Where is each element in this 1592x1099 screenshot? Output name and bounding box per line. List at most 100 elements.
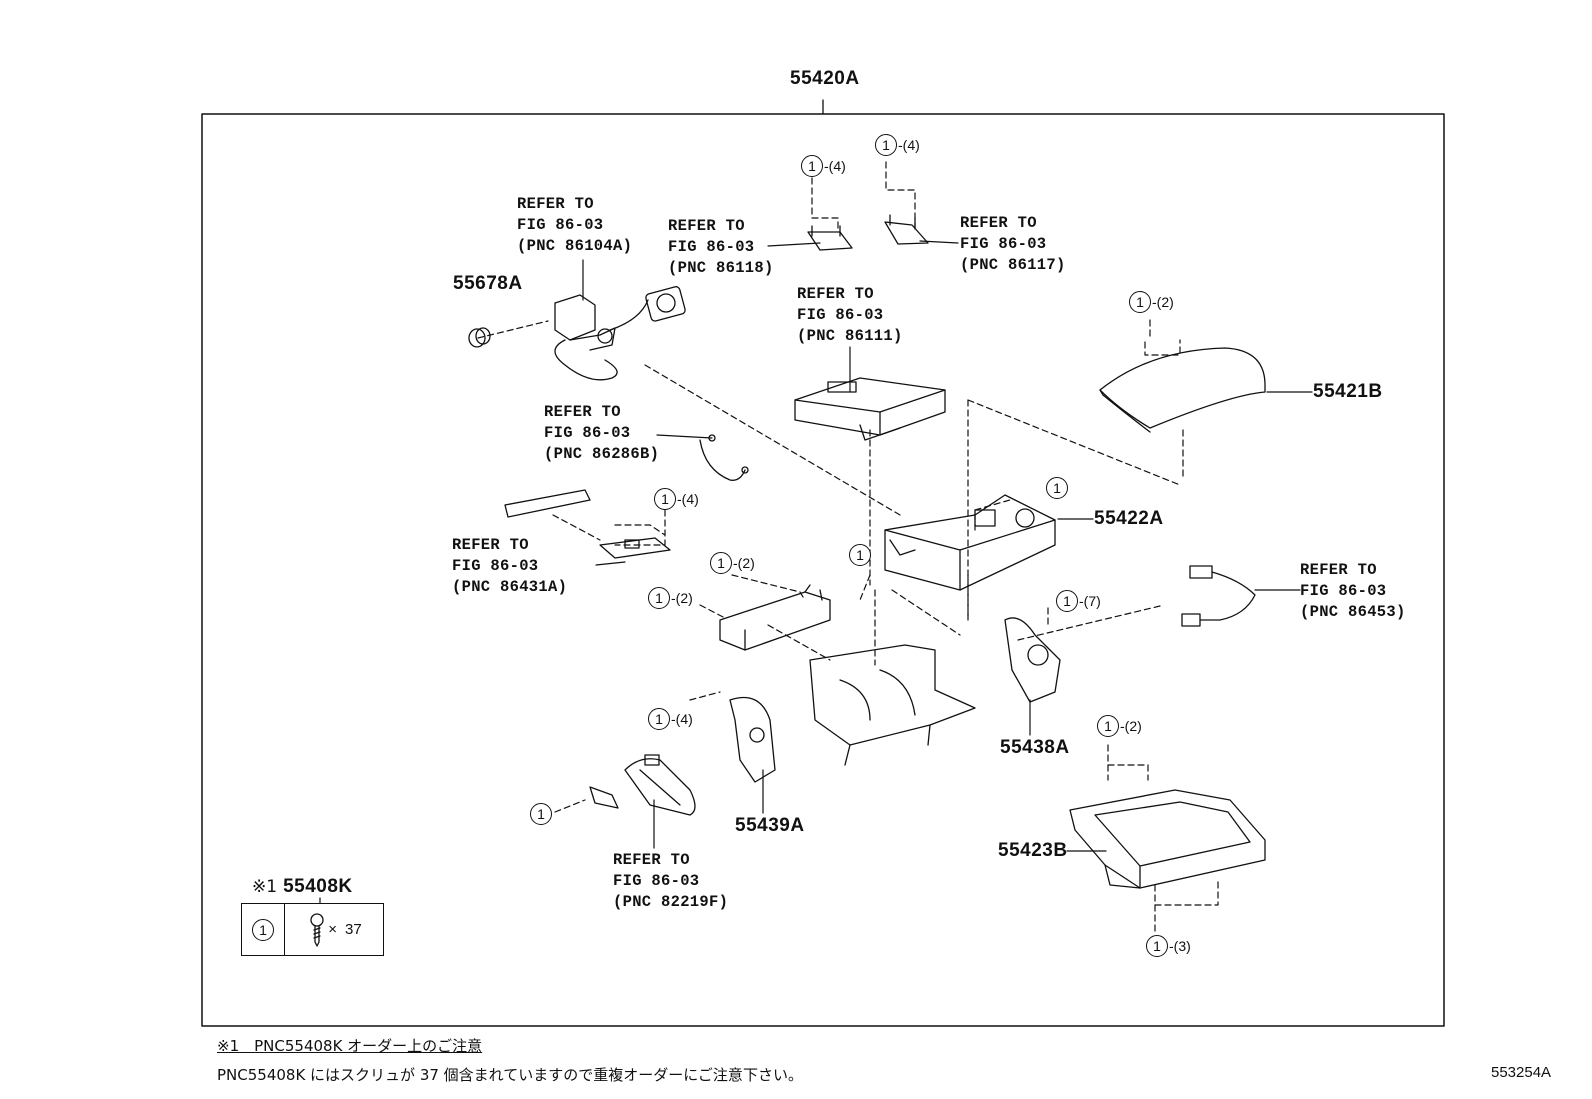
lamp-82219F-sketch	[624, 754, 696, 816]
footnote-body: PNC55408K にはスクリュが 37 個含まれていますので重複オーダーにご注…	[217, 1066, 803, 1084]
callout-qty: -(3)	[1169, 938, 1191, 954]
part-55423B-sketch	[1069, 789, 1266, 889]
part-number-55438A[interactable]: 55438A	[1000, 737, 1070, 758]
refer-line3: (PNC 86453)	[1300, 603, 1406, 621]
callout-55438A[interactable]: 1-(7)	[1056, 589, 1101, 613]
callout-55422A-top[interactable]: 1	[1046, 476, 1068, 500]
callout-rail-lower[interactable]: 1-(2)	[648, 586, 693, 610]
legend-heading: ※1 55408K	[252, 876, 353, 898]
callout-circle: 1	[849, 544, 871, 566]
callout-bracket-86117[interactable]: 1-(4)	[875, 133, 920, 157]
refer-86117[interactable]: REFER TO FIG 86-03 (PNC 86117)	[960, 213, 1066, 276]
callout-circle: 1	[530, 803, 552, 825]
assembly-part-number[interactable]: 55420A	[790, 68, 860, 89]
refer-line3: (PNC 82219F)	[613, 893, 729, 911]
refer-line3: (PNC 86111)	[797, 327, 903, 345]
callout-circle: 1	[654, 488, 676, 510]
callout-circle: 1	[1146, 935, 1168, 957]
callout-circle: 1	[1097, 715, 1119, 737]
callout-qty: -(2)	[671, 590, 693, 606]
refer-line2: FIG 86-03	[544, 424, 631, 442]
refer-line3: (PNC 86286B)	[544, 445, 660, 463]
part-number-55439A[interactable]: 55439A	[735, 815, 805, 836]
callout-qty: -(7)	[1079, 593, 1101, 609]
refer-line3: (PNC 86431A)	[452, 578, 568, 596]
refer-line1: REFER TO	[613, 851, 690, 869]
part-55421B-sketch	[1099, 347, 1266, 433]
refer-86431A[interactable]: REFER TO FIG 86-03 (PNC 86431A)	[452, 535, 567, 598]
switch-86431A-sketch	[504, 489, 671, 559]
callout-switch-86431A[interactable]: 1-(4)	[654, 487, 699, 511]
refer-82219F[interactable]: REFER TO FIG 86-03 (PNC 82219F)	[613, 850, 728, 913]
part-55422A-sketch	[884, 494, 1056, 591]
part-number-55678A[interactable]: 55678A	[453, 273, 523, 294]
callout-circle: 1	[875, 134, 897, 156]
callout-qty: -(4)	[898, 137, 920, 153]
refer-86111[interactable]: REFER TO FIG 86-03 (PNC 86111)	[797, 284, 903, 347]
callout-circle: 1	[1129, 291, 1151, 313]
bracket-86118-sketch	[807, 225, 853, 251]
center-bezel-sketch	[809, 644, 976, 766]
refer-line2: FIG 86-03	[1300, 582, 1387, 600]
callout-qty: -(4)	[824, 158, 846, 174]
callout-rail-upper[interactable]: 1-(2)	[710, 551, 755, 575]
refer-line1: REFER TO	[797, 285, 874, 303]
refer-line1: REFER TO	[452, 536, 529, 554]
callout-circle: 1	[710, 552, 732, 574]
refer-86286B[interactable]: REFER TO FIG 86-03 (PNC 86286B)	[544, 402, 659, 465]
refer-line2: FIG 86-03	[613, 872, 700, 890]
refer-line1: REFER TO	[544, 403, 621, 421]
bracket-86117-sketch	[884, 214, 929, 245]
callout-circle: 1	[801, 155, 823, 177]
refer-line2: FIG 86-03	[960, 235, 1047, 253]
callout-qty: -(4)	[677, 491, 699, 507]
refer-line2: FIG 86-03	[797, 306, 884, 324]
refer-line2: FIG 86-03	[668, 238, 755, 256]
legend-count: 37	[345, 921, 362, 938]
part-55439A-sketch	[729, 696, 776, 783]
callout-55423B-bottom[interactable]: 1-(3)	[1146, 934, 1191, 958]
refer-line3: (PNC 86117)	[960, 256, 1066, 274]
figure-code: 553254A	[1491, 1064, 1552, 1081]
part-number-55423B[interactable]: 55423B	[998, 840, 1068, 861]
refer-line3: (PNC 86104A)	[517, 237, 633, 255]
callout-55423B-top[interactable]: 1-(2)	[1097, 714, 1142, 738]
part-number-55421B[interactable]: 55421B	[1313, 381, 1383, 402]
refer-line2: FIG 86-03	[452, 557, 539, 575]
legend-mark: ※1	[252, 877, 278, 897]
callout-clip[interactable]: 1	[530, 802, 552, 826]
rail-bracket-sketch	[719, 584, 831, 651]
legend-qty-cell: × 37	[285, 904, 383, 955]
part-55438A-sketch	[1004, 617, 1061, 703]
callout-circle: 1	[1046, 477, 1068, 499]
refer-line1: REFER TO	[960, 214, 1037, 232]
legend-times: ×	[328, 921, 338, 938]
callout-lid-55421B[interactable]: 1-(2)	[1129, 290, 1174, 314]
refer-line1: REFER TO	[517, 195, 594, 213]
refer-86118[interactable]: REFER TO FIG 86-03 (PNC 86118)	[668, 216, 774, 279]
legend-callout-circle: 1	[252, 918, 274, 941]
legend-box: 1 × 37	[241, 903, 384, 956]
legend-part-number[interactable]: 55408K	[283, 876, 353, 897]
wire-86453-sketch	[1181, 565, 1256, 627]
part-number-55422A[interactable]: 55422A	[1094, 508, 1164, 529]
callout-bracket-86118[interactable]: 1-(4)	[801, 154, 846, 178]
dashed-leaders	[477, 161, 1219, 936]
clip-sketch	[589, 786, 619, 809]
part-55678A-sketch	[468, 327, 491, 348]
callout-55439A[interactable]: 1-(4)	[648, 707, 693, 731]
wire-86286B-sketch	[699, 434, 749, 481]
refer-86453[interactable]: REFER TO FIG 86-03 (PNC 86453)	[1300, 560, 1406, 623]
refer-line1: REFER TO	[1300, 561, 1377, 579]
screw-glyph	[310, 913, 324, 947]
callout-qty: -(4)	[671, 711, 693, 727]
footnote-title: ※1 PNC55408K オーダー上のご注意	[217, 1037, 483, 1055]
callout-qty: -(2)	[1120, 718, 1142, 734]
refer-line3: (PNC 86118)	[668, 259, 774, 277]
refer-86104A[interactable]: REFER TO FIG 86-03 (PNC 86104A)	[517, 194, 632, 257]
legend-symbol-cell: 1	[242, 904, 285, 955]
refer-line2: FIG 86-03	[517, 216, 604, 234]
refer-line1: REFER TO	[668, 217, 745, 235]
callout-circle: 1	[648, 587, 670, 609]
callout-55422A-left[interactable]: 1	[849, 543, 871, 567]
